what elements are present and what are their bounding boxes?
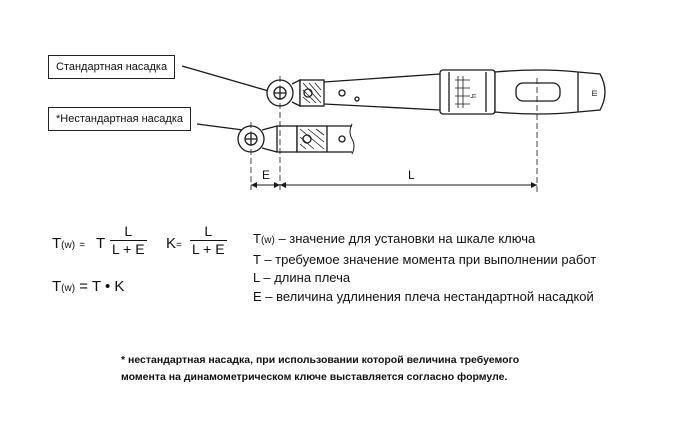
nonstandard-head [237,125,328,153]
footnote: * нестандартная насадка, при использован… [121,352,519,386]
callout-nonstandard-nozzle: *Нестандартная насадка [48,107,192,131]
callout-standard-nozzle: Стандартная насадка [48,55,176,79]
leader-line-nonstandard [196,123,244,131]
dim-l-label: L [408,168,415,182]
legend-t: T – требуемое значение момента при выпол… [253,251,597,267]
formula-tw-fraction: L L + E [110,223,147,257]
leader-line-standard [181,65,273,93]
formula-k-fraction: L L + E [190,223,227,257]
legend-e: E – величина удлинения плеча нестандартн… [253,288,594,304]
footnote-line-1: * нестандартная насадка, при использован… [121,354,520,366]
formula-tw-tk: T(w) = T • K [52,278,125,295]
formula-tw-lhs: T(w) = [52,235,86,252]
standard-arm [323,73,441,111]
standard-head [266,78,325,108]
nonstandard-arm [327,123,355,155]
legend: T(w) – значение для установки на шкале к… [253,230,596,306]
dimension-lines [251,182,537,188]
handle-scale-section [439,69,496,115]
handle-cap-text: Ш [590,90,597,96]
formula-k-lhs: K= [166,235,182,252]
footnote-line-2: момента на динамометрическом ключе выста… [121,371,508,383]
dim-e-label: E [262,168,270,182]
legend-l: L – длина плеча [253,270,351,285]
handle-grip [494,69,606,115]
handle-scale-text: ц [470,94,477,98]
legend-tw: T(w) – значение для установки на шкале к… [253,231,536,246]
formula-tw-t: T [96,235,106,252]
